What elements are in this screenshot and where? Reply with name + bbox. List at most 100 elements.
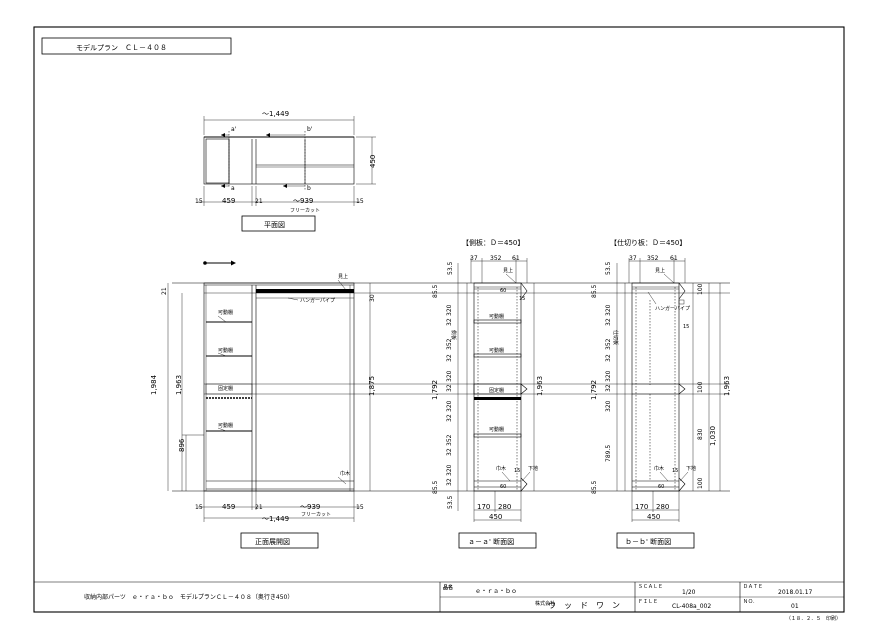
section-b-left-dim-9: 320 [605, 400, 612, 412]
front-height-6: 1,875 [368, 376, 376, 396]
section-a-left-dim-8: 32 [446, 384, 453, 392]
section-b-left-dim-3: 320 [605, 304, 612, 316]
plan-dim-2: 459 [222, 197, 235, 205]
plan-dim-1: 15 [195, 198, 203, 205]
front-shelf2-label: 可動棚 [218, 347, 233, 354]
section-a-left-dim-14: 32 [446, 478, 453, 486]
section-a-left-dim-4: 32 [446, 318, 453, 326]
section-a-left-dim-16: 53.5 [447, 495, 454, 509]
front-total-width: ～1,449 [262, 515, 289, 523]
title-company-tag: 株式会社 [535, 600, 555, 607]
section-a-left-dim-13: 320 [446, 464, 453, 476]
plan-section-a-top: a' [231, 126, 237, 133]
section-b-top-dim-2: 352 [647, 255, 659, 262]
title-block: 収納内部パーツ ｅ・ｒａ・ｂｏ モデルプランＣＬ－４０８（奥行き450） 品名 … [34, 581, 844, 622]
section-b-top-dim-3: 61 [670, 255, 678, 262]
title-no-tag: ＮＯ. [743, 599, 755, 605]
title-description: 収納内部パーツ ｅ・ｒａ・ｂｏ モデルプランＣＬ－４０８（奥行き450） [84, 593, 293, 601]
section-b-hanger-label: ハンガーパイプ [655, 305, 690, 312]
section-b-caption: ｂ－ｂ' 断面図 [625, 537, 671, 546]
section-b-left-dim-1: 53.5 [605, 261, 612, 275]
section-a-left-dim-12: 32 [446, 448, 453, 456]
section-a-left-dim-1: 53.5 [447, 261, 454, 275]
front-bottom-board-label: 巾木 [340, 470, 350, 477]
section-b-left-dim-5: 352 [605, 338, 612, 350]
section-a-bottom-dim-1: 170 [477, 503, 490, 511]
section-a-left-dim-7: 320 [446, 370, 453, 382]
section-a-depth: 450 [489, 513, 502, 521]
front-shelf1-label: 可動棚 [218, 309, 233, 316]
front-dim-1: 15 [195, 504, 203, 511]
section-b-left-dim-11: 85.5 [591, 480, 598, 494]
section-b-top-dim-1: 37 [629, 255, 637, 262]
section-b-partition-label: 仕切板 [612, 330, 619, 345]
plan-view: ～1,449 a' a b' b 450 [195, 110, 377, 232]
section-a-title: 【側板：Ｄ＝450】 [462, 238, 524, 247]
section-a-left-dims: 53.5 85.5 320 32 352 32 320 32 320 32 35… [432, 261, 454, 509]
front-height-2: 1,984 [150, 374, 158, 395]
model-label: モデルプラン ＣＬ－４０８ [76, 43, 167, 52]
section-b-left-dim-6: 32 [605, 354, 612, 362]
section-b-top-label: 見上 [655, 267, 665, 274]
section-a-top-dim-1: 37 [470, 255, 478, 262]
section-a-left-dim-5: 352 [446, 338, 453, 350]
section-b-left-dim-8: 32 [605, 384, 612, 392]
section-b-left-dim-7: 320 [605, 370, 612, 382]
title-product-tag: 品名 [443, 584, 453, 591]
section-a-base-right: 下地 [528, 465, 538, 472]
section-a-top-label: 見上 [503, 267, 513, 274]
front-caption: 正面展開図 [255, 538, 290, 546]
plan-dim-5: 15 [356, 198, 364, 205]
section-b-bottom-dim-1: 170 [635, 503, 648, 511]
plan-section-a-bottom: a [231, 185, 235, 192]
section-a-fixed-label: 固定棚 [489, 387, 504, 394]
section-b-base-left: 巾木 [654, 465, 664, 472]
title-no: 01 [791, 603, 799, 610]
section-a-left-dim-9: 320 [446, 400, 453, 412]
plan-depth-label: 450 [369, 155, 377, 168]
plan-dim-3: 21 [255, 198, 263, 205]
plan-section-b-bottom: b [307, 185, 311, 192]
title-file-tag: ＦＩＬＥ [638, 599, 658, 605]
plan-section-b-top: b' [307, 126, 313, 133]
section-b-left-dim-10: 789.5 [605, 445, 612, 462]
section-b-left-dims: 53.5 85.5 320 32 352 32 320 32 320 789.5… [591, 261, 612, 494]
title-scale: 1/20 [682, 589, 696, 596]
front-dim-5: 15 [356, 504, 364, 511]
section-a-top-dim-3: 61 [512, 255, 520, 262]
section-a-caption: ａ－ａ' 断面図 [468, 537, 514, 546]
front-height-3: 1,963 [175, 375, 183, 395]
section-a-left-dim-6: 32 [446, 354, 453, 362]
plan-width-label: ～1,449 [262, 110, 289, 118]
front-top-board-label: 見上 [338, 273, 348, 280]
model-label-box: モデルプラン ＣＬ－４０８ [41, 37, 232, 55]
section-a-top-dim-2: 352 [490, 255, 502, 262]
section-a-total-left: 1,792 [431, 380, 439, 400]
section-a-bottom-dim-2: 280 [498, 503, 511, 511]
front-dim-3: 21 [255, 504, 263, 511]
section-b-small-1: 15 [683, 324, 689, 330]
section-a-shelf1-label: 可動棚 [489, 313, 504, 320]
section-a-small-4: 15 [514, 468, 520, 474]
title-date-tag: ＤＡＴＥ [743, 584, 763, 590]
front-dim-4: ～939 [300, 503, 320, 511]
section-a-small-2: 15 [519, 296, 525, 302]
section-b-title: 【仕切り板：Ｄ＝450】 [610, 238, 686, 247]
section-b-right-dim-5: 100 [697, 477, 704, 489]
front-free-cut: フリーカット [301, 512, 331, 518]
section-b-small-2: 15 [672, 468, 678, 474]
title-scale-tag: ＳＣＡＬＥ [638, 584, 663, 590]
section-a-left-dim-11: 352 [446, 434, 453, 446]
title-date: 2018.01.17 [778, 589, 813, 596]
front-height-5: 30 [369, 294, 376, 302]
front-height-4: 896 [178, 438, 186, 452]
section-b-small-3: 60 [658, 484, 664, 490]
section-a-base-left: 巾木 [496, 465, 506, 472]
sheet-border [33, 26, 845, 613]
plan-caption: 平面図 [264, 221, 285, 229]
section-b: 【仕切り板：Ｄ＝450】 37 352 61 見上 ハンガーパイプ 仕切板 巾木… [590, 238, 731, 549]
section-b-left-dim-4: 32 [605, 318, 612, 326]
title-product-name: ｅ・ｒａ・ｂｏ [475, 587, 517, 595]
title-file: CL-408a_002 [672, 603, 711, 610]
